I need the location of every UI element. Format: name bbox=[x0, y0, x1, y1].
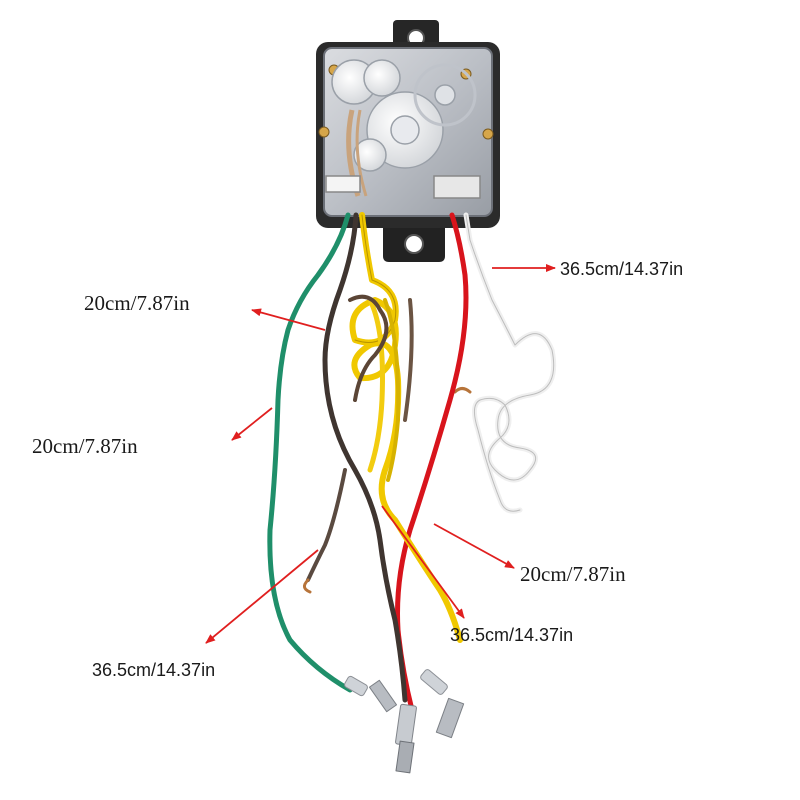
spade-connectors bbox=[344, 669, 465, 774]
green-wire bbox=[267, 212, 353, 693]
callout-red-wire-length: 20cm/7.87in bbox=[520, 562, 626, 586]
callout-yellow-wire-length: 36.5cm/14.37in bbox=[450, 625, 574, 645]
callout-green-wire-length: 20cm/7.87in bbox=[32, 434, 138, 458]
callout-arrows bbox=[205, 264, 556, 644]
arrow-brown-wire-lower bbox=[205, 549, 319, 644]
arrow-red-wire bbox=[433, 523, 515, 569]
arrow-yellow-wire bbox=[381, 505, 465, 619]
timer-housing bbox=[316, 20, 500, 262]
callout-brown-wire-length-upper: 20cm/7.87in bbox=[84, 291, 190, 315]
gear-assembly bbox=[325, 59, 481, 199]
callout-white-wire-length: 36.5cm/14.37in bbox=[560, 259, 684, 279]
wire-bundle bbox=[267, 212, 557, 774]
callout-brown-wire-length-lower: 36.5cm/14.37in bbox=[92, 660, 216, 680]
brown-wire bbox=[322, 212, 408, 703]
arrow-green-wire bbox=[231, 407, 273, 441]
arrow-brown-wire-upper bbox=[251, 308, 326, 331]
white-wire bbox=[463, 212, 557, 514]
